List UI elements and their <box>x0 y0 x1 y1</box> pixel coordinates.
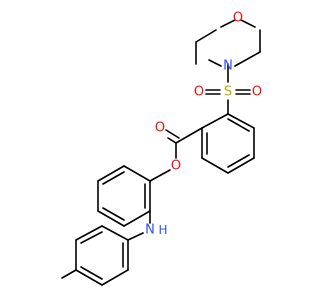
sulfonyl-sulfur-label: S <box>224 85 232 100</box>
sulfonyl-group <box>205 63 251 115</box>
molecule-structure: O N S O O O O N H <box>61 11 262 286</box>
morpholine-oxygen-label: O <box>233 11 243 26</box>
benzoyl-ring <box>201 113 255 174</box>
amine-hydrogen-label: H <box>158 223 167 237</box>
methyl-group <box>61 269 77 279</box>
carbonyl-oxygen-label: O <box>155 121 165 136</box>
ester-group <box>165 127 203 159</box>
atom-labels: O N S O O O O N H <box>145 11 262 238</box>
morpholine-ring <box>195 19 261 67</box>
central-phenyl-ring <box>97 165 171 227</box>
sulfonyl-oxygen-right-label: O <box>252 85 262 100</box>
amine-nitrogen-label: N <box>145 223 155 238</box>
ester-oxygen-label: O <box>171 159 181 174</box>
morpholine-nitrogen-label: N <box>223 59 233 74</box>
sulfonyl-oxygen-left-label: O <box>194 85 204 100</box>
tolyl-ring <box>75 225 129 286</box>
amine-link <box>127 210 151 241</box>
